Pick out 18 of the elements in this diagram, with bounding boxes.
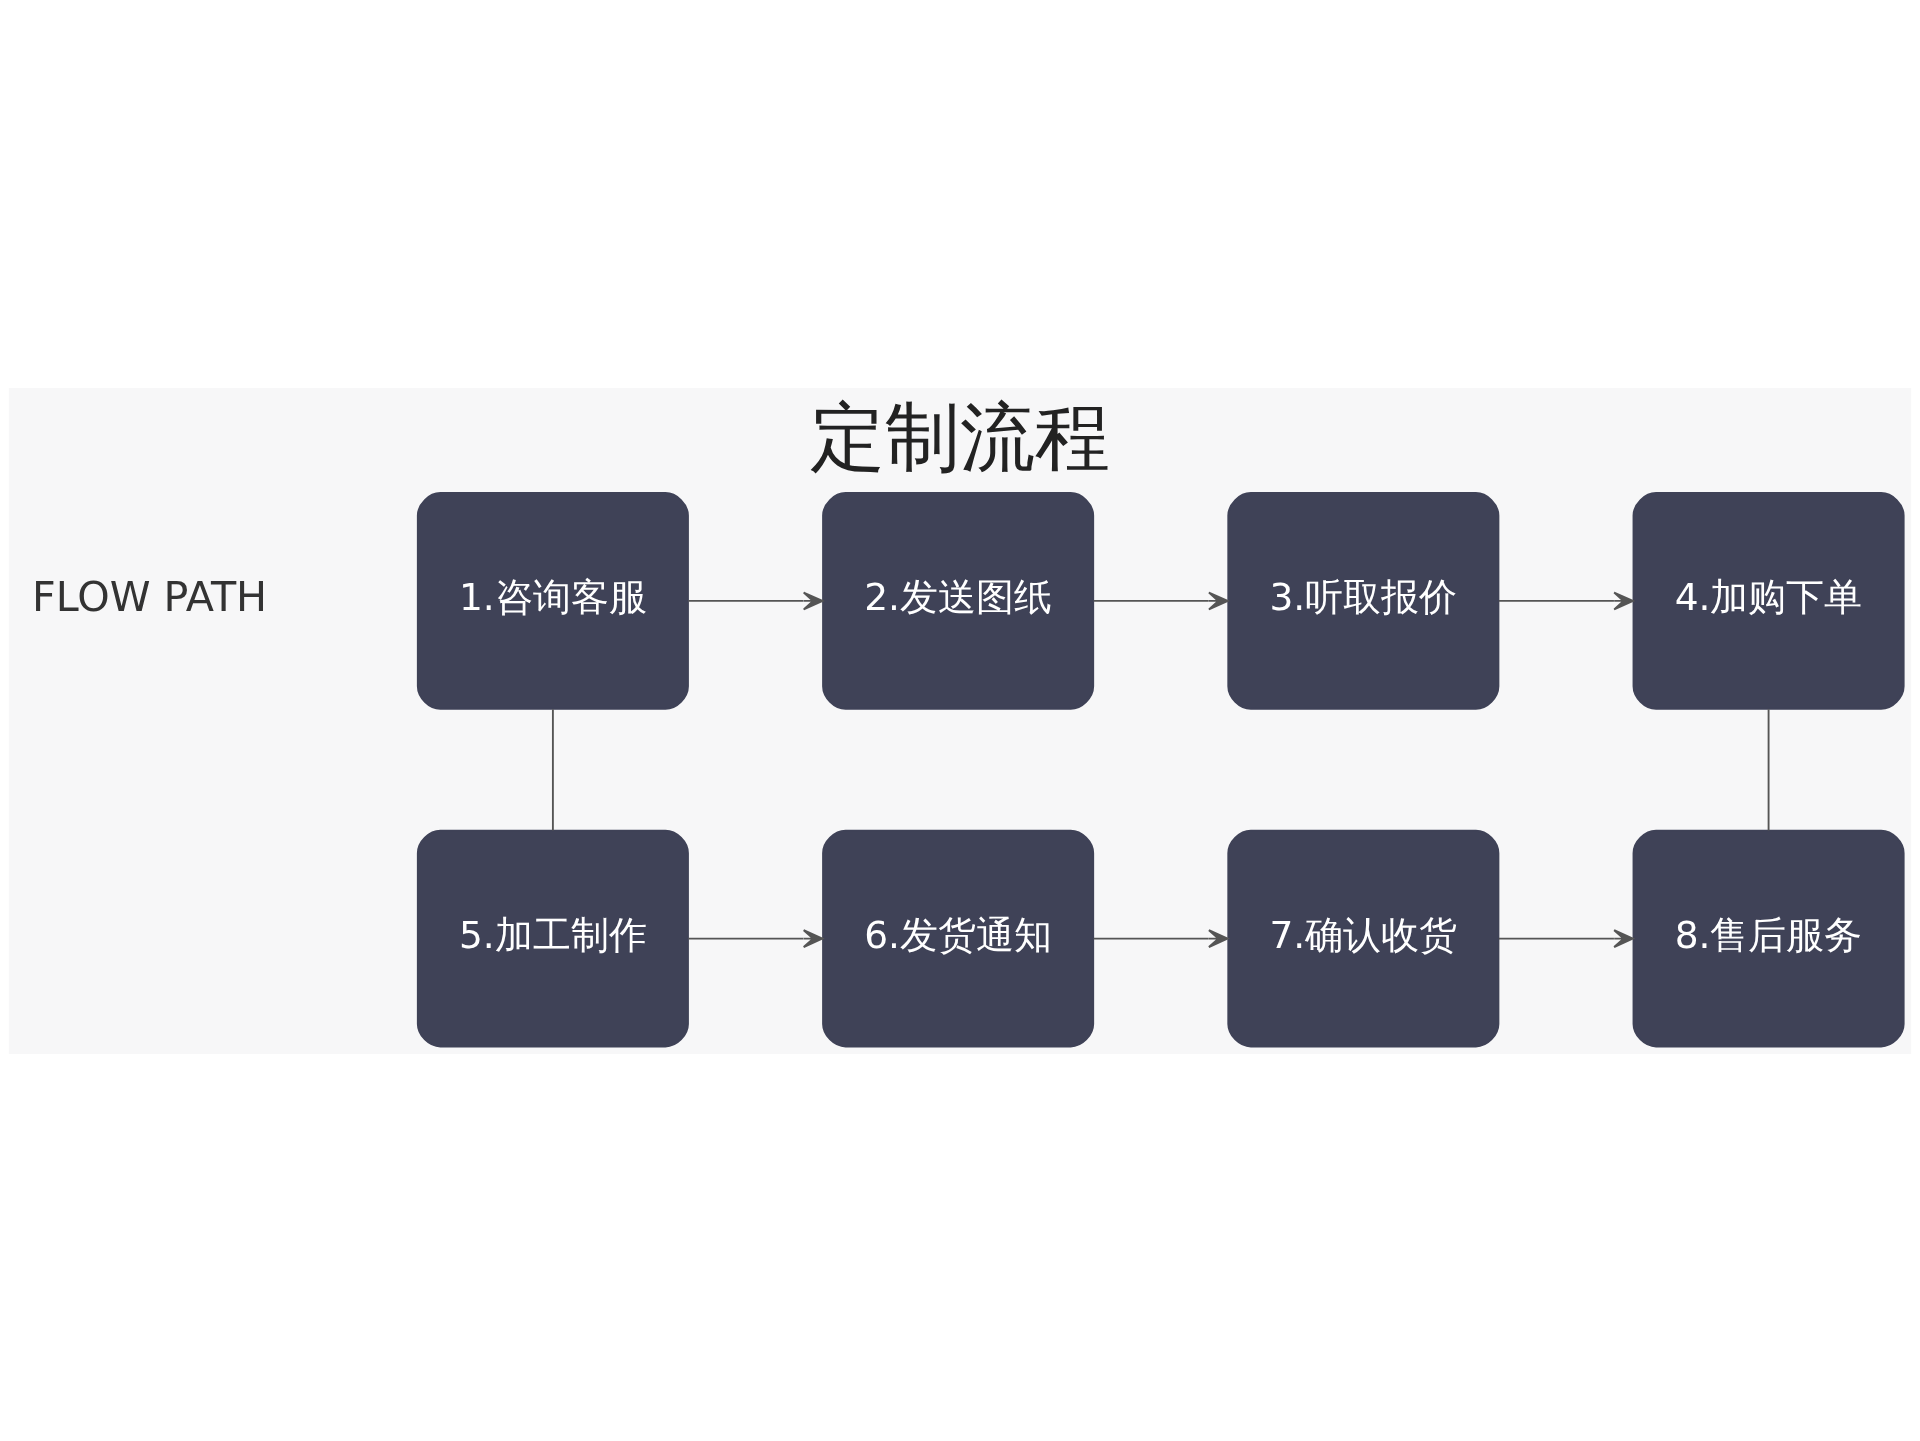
node-box: 5.加工制作 <box>416 829 689 1047</box>
connector <box>551 707 554 831</box>
arrow <box>1092 928 1229 948</box>
node-box: 2.发送图纸 <box>822 491 1095 710</box>
node-box: 1.咨询客服 <box>416 491 689 710</box>
arrow <box>687 591 824 610</box>
connector <box>1767 707 1770 831</box>
node-box: 6.发货通知 <box>822 829 1095 1047</box>
node-box: 4.加购下单 <box>1632 491 1905 710</box>
node-box: 7.确认收货 <box>1227 829 1500 1047</box>
arrow <box>1498 591 1634 610</box>
node-box: 8.售后服务 <box>1632 829 1905 1047</box>
label: FLOW PATH <box>31 572 268 621</box>
node-box: 3.听取报价 <box>1227 491 1500 710</box>
arrow <box>1498 928 1634 948</box>
arrow <box>1092 591 1229 610</box>
diagram-title: 定制流程 <box>810 392 1110 481</box>
arrow <box>687 928 824 948</box>
